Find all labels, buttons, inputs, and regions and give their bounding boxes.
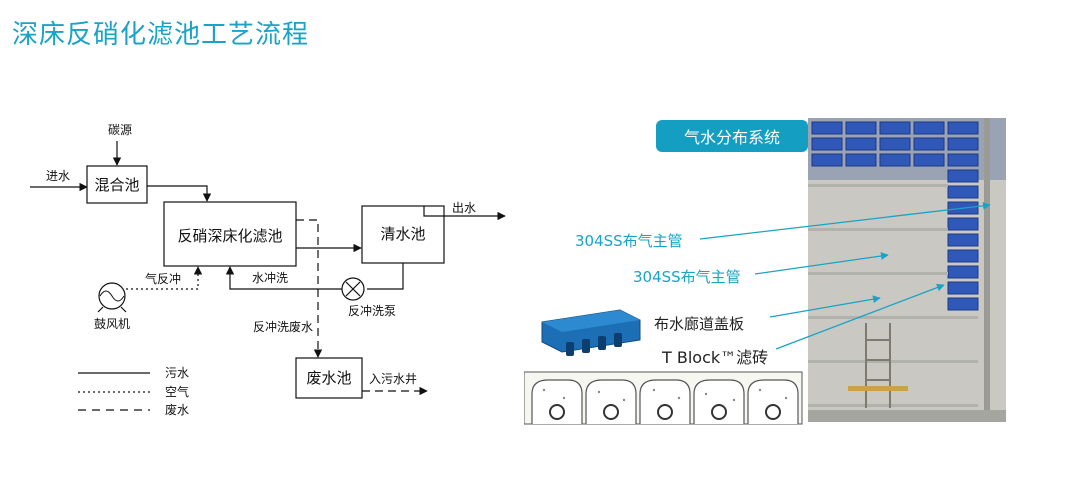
waste-tank-box	[295, 357, 363, 399]
blower-label: 鼓风机	[94, 317, 130, 331]
legend-label: 废水	[165, 402, 189, 417]
distribution-system-badge: 气水分布系统	[656, 120, 808, 152]
legend-label: 空气	[165, 384, 189, 399]
mixing-tank-box	[86, 165, 148, 204]
mixing-to-filter-arrow	[147, 185, 212, 202]
air-backwash-label: 气反冲	[145, 271, 181, 286]
carbon-source-label: 碳源	[108, 123, 132, 137]
backwash-wastewater-line	[296, 219, 323, 358]
distribution-system-photo	[808, 118, 1006, 422]
cover-plate-label: 布水廊道盖板	[654, 315, 745, 333]
blower-icon	[97, 282, 127, 313]
t-block-icon	[541, 309, 641, 356]
process-flow-diagram: 碳源 进水 混合池 反硝深床化滤池 清水池 出水 反冲洗废水 反冲洗泵 水冲洗 …	[30, 123, 506, 417]
pipe-label-2: 304SS布气主管	[633, 268, 741, 286]
clear-water-label: 清水池	[380, 225, 425, 243]
filter-label: 反硝深床化滤池	[177, 227, 282, 245]
legend: 污水 空气 废水	[78, 366, 189, 417]
page-title: 深床反硝化滤池工艺流程	[12, 20, 310, 50]
mixing-tank-label: 混合池	[94, 176, 139, 194]
outlet-arrow	[423, 206, 506, 221]
water-backwash-arrow	[225, 266, 342, 290]
legend-label: 污水	[165, 366, 189, 380]
backwash-wastewater-label: 反冲洗废水	[253, 319, 313, 334]
clear-to-pump-line	[367, 263, 404, 290]
water-backwash-label: 水冲洗	[252, 270, 288, 285]
pipe-label-1: 304SS布气主管	[575, 232, 683, 250]
inlet-label: 进水	[46, 169, 70, 183]
pump-cross-b	[345, 281, 361, 297]
waste-tank-label: 废水池	[306, 369, 351, 387]
outlet-label: 出水	[452, 201, 476, 215]
photo-illustration	[808, 118, 1006, 422]
backwash-pump-label: 反冲洗泵	[348, 303, 396, 318]
to-sewer-label: 入污水井	[369, 372, 417, 386]
block-cross-section	[524, 371, 803, 425]
t-block-label: T Block™滤砖	[662, 348, 769, 367]
air-backwash-line	[126, 266, 203, 290]
filter-box	[163, 201, 297, 267]
